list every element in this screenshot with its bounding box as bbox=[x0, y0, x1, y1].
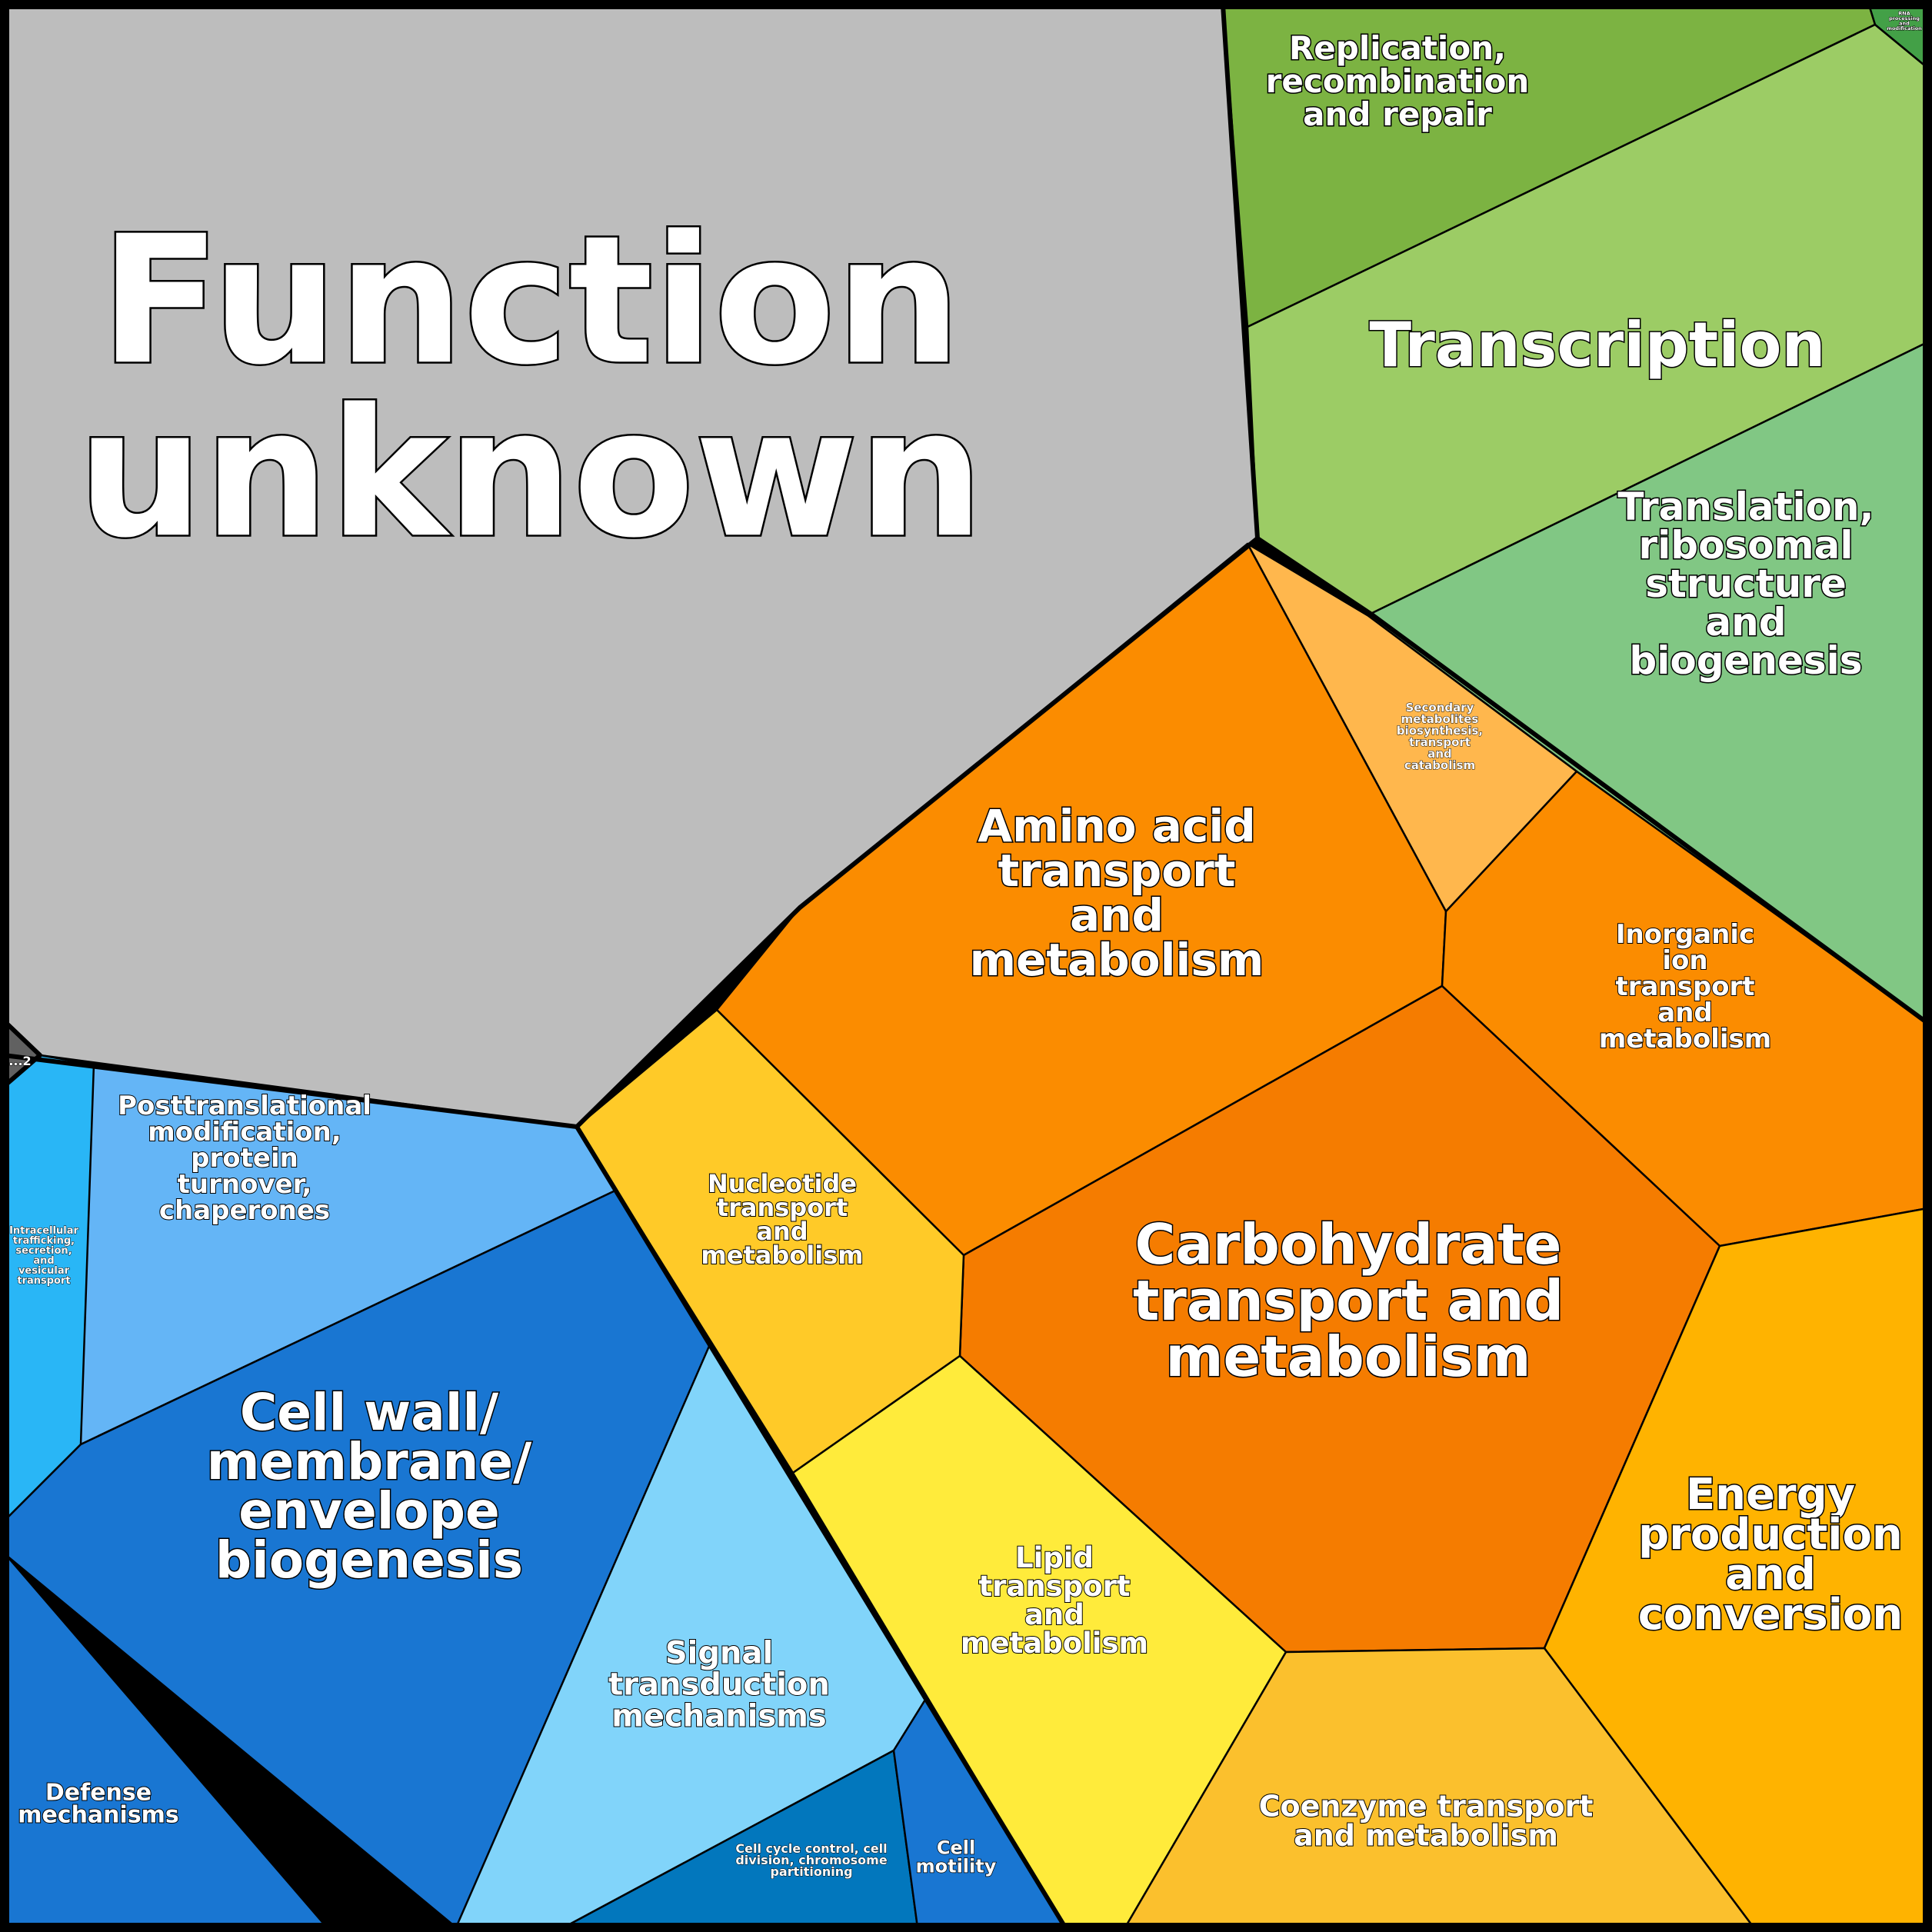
label-other: ...2 bbox=[8, 1054, 31, 1068]
label-transcription: Transcription bbox=[1370, 309, 1826, 381]
